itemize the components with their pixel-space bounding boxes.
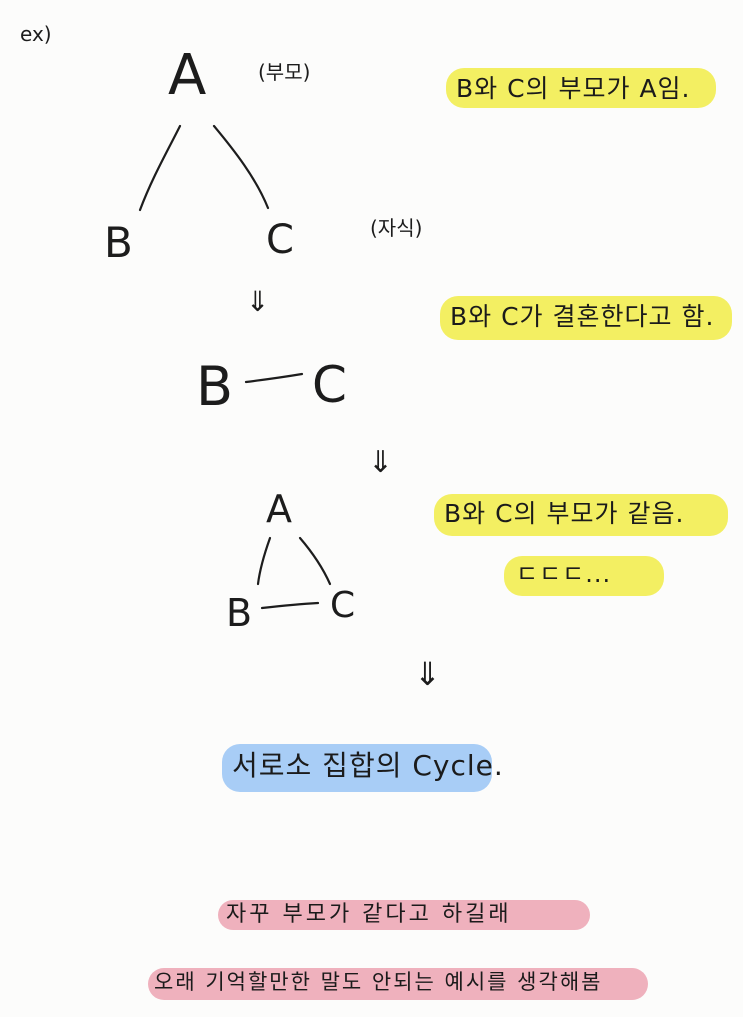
union-link — [244, 372, 304, 384]
triangle-right-edge — [298, 536, 332, 586]
tree-right-branch — [212, 124, 270, 210]
same-parent-note: B와 C의 부모가 같음. — [444, 499, 685, 528]
highlight-memo-line2 — [148, 968, 648, 1000]
union-left-node: B — [196, 355, 234, 418]
highlight-union-note — [440, 296, 732, 340]
highlight-parent-note — [446, 68, 716, 108]
highlight-memo-line1 — [218, 900, 590, 930]
triangle-bottom-edge — [260, 601, 320, 610]
tree-left-node: B — [104, 218, 133, 267]
down-arrow-3: ⇓ — [414, 655, 441, 693]
highlight-same-parent-note — [434, 494, 728, 536]
root-note: (부모) — [258, 60, 311, 84]
ellipsis-note: ㄷㄷㄷ... — [516, 560, 612, 588]
down-arrow-2: ⇓ — [368, 445, 394, 480]
parent-note: B와 C의 부모가 A임. — [456, 74, 691, 103]
cycle-note: 서로소 집합의 Cycle. — [232, 749, 504, 782]
example-label: ex) — [20, 22, 52, 46]
child-note: (자식) — [370, 216, 423, 240]
highlight-ellipsis-note — [504, 556, 664, 596]
union-note: B와 C가 결혼한다고 함. — [450, 302, 715, 331]
triangle-right-node: C — [330, 585, 356, 626]
triangle-left-node: B — [226, 591, 253, 635]
union-right-node: C — [312, 356, 347, 414]
tree-left-branch — [138, 124, 182, 212]
down-arrow-1: ⇓ — [246, 285, 270, 318]
triangle-left-edge — [256, 536, 272, 586]
tree-right-node: C — [266, 217, 294, 263]
highlight-cycle-note — [222, 744, 492, 792]
triangle-top-node: A — [266, 487, 292, 531]
memo-line1: 자꾸 부모가 같다고 하길래 — [226, 902, 512, 927]
memo-line2: 오래 기억할만한 말도 안되는 예시를 생각해봄 — [154, 970, 603, 994]
tree-root-node: A — [168, 43, 207, 108]
